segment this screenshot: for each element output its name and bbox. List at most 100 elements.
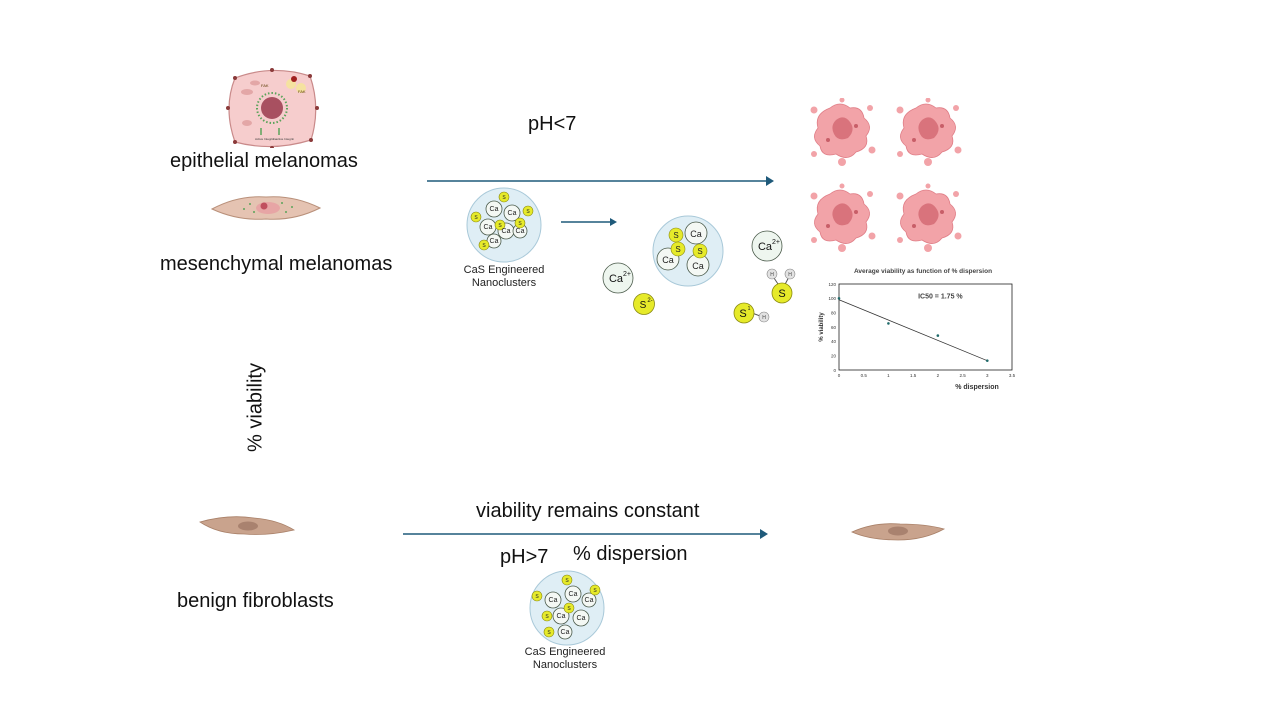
dispersion-axis-label: % dispersion [573, 543, 688, 565]
svg-text:1: 1 [748, 306, 751, 312]
chart-data-point [887, 322, 890, 325]
svg-text:H: H [762, 315, 766, 321]
inactive-integrin-label: Inactive Integrin [273, 137, 295, 141]
viability-axis-label: % viability [244, 363, 267, 452]
svg-text:Ca: Ca [758, 241, 773, 253]
chart-trendline [838, 299, 988, 362]
svg-text:S: S [535, 594, 539, 600]
chart-y-tick-label: 0 [833, 368, 836, 373]
fak-label-2: FAK [298, 89, 306, 94]
free-calcium-ion-2: Ca 2+ [602, 262, 634, 294]
chart-y-tick-label: 120 [828, 282, 836, 287]
benign-fibroblast-cell [199, 516, 296, 535]
svg-text:Ca: Ca [557, 613, 566, 620]
free-calcium-ion-1: Ca 2+ [751, 230, 783, 262]
hydrosulfide-ion: S 1 H [733, 302, 770, 324]
svg-text:S: S [675, 245, 680, 254]
svg-text:H: H [788, 272, 792, 278]
ic50-viability-chart: 0 20 40 60 80 100 120 0 0.5 1 1.5 2 2.5 3 3.5 IC50 = 1.… [819, 282, 1016, 391]
svg-text:Ca: Ca [508, 210, 517, 217]
active-integrin-label: Active Integrin [255, 137, 275, 141]
svg-text:H: H [770, 272, 774, 278]
nanocluster-caption-line1: CaS Engineered [463, 264, 545, 276]
chart-data-point [985, 359, 989, 362]
viability-constant-label: viability remains constant [476, 500, 700, 522]
svg-text:S: S [640, 300, 647, 311]
fak-label-1: FAK [261, 83, 269, 88]
svg-text:S: S [526, 209, 530, 215]
benign-fibroblast-cell-after [851, 523, 946, 541]
svg-text:2+: 2+ [623, 271, 631, 278]
epithelial-melanoma-cell [226, 68, 319, 148]
nanocluster-caption-bottom-line1: CaS Engineered [524, 646, 606, 658]
chart-y-tick-label: 100 [828, 296, 836, 301]
chart-x-tick-label: 2 [937, 373, 940, 378]
dissolution-arrow [561, 218, 617, 226]
hydrogen-sulfide-molecule: H H S [766, 268, 796, 304]
chart-y-tick-label: 20 [831, 353, 837, 358]
chart-y-axis-label: % viability [819, 312, 825, 342]
svg-text:Ca: Ca [690, 229, 702, 239]
svg-text:Ca: Ca [490, 206, 499, 213]
chart-plot-frame [838, 283, 1013, 371]
svg-text:S: S [673, 231, 678, 240]
svg-text:Ca: Ca [549, 597, 558, 604]
chart-data-point [936, 334, 940, 337]
chart-x-tick-label: 3 [986, 373, 989, 378]
svg-text:Ca: Ca [502, 228, 511, 235]
svg-text:S: S [565, 578, 569, 584]
svg-text:S: S [593, 588, 597, 594]
svg-text:Ca: Ca [569, 591, 578, 598]
svg-text:S: S [545, 614, 549, 620]
svg-text:S: S [697, 247, 702, 256]
chart-x-tick-label: 2.5 [959, 373, 966, 378]
epithelial-melanomas-label: epithelial melanomas [170, 150, 358, 172]
chart-data-point [837, 297, 841, 300]
ph-acidic-label: pH<7 [528, 113, 577, 135]
chart-x-tick-label: 1.5 [910, 373, 917, 378]
chart-x-tick-label: 3.5 [1009, 373, 1016, 378]
chart-title: Average viability as function of % dispe… [853, 268, 993, 275]
svg-text:S: S [482, 243, 486, 249]
free-sulfide-ion: S 2- [633, 293, 655, 315]
benign-fibroblasts-label: benign fibroblasts [177, 590, 334, 612]
svg-text:S: S [498, 223, 502, 229]
chart-x-tick-label: 0 [838, 373, 841, 378]
nanocluster-caption-line2: Nanoclusters [471, 277, 537, 289]
svg-text:Ca: Ca [585, 597, 594, 604]
svg-text:2-: 2- [647, 298, 652, 304]
chart-ic50-annotation: IC50 = 1.75 % [918, 293, 963, 300]
svg-text:S: S [502, 195, 506, 201]
mesenchymal-melanomas-label: mesenchymal melanomas [160, 253, 393, 275]
nanocluster-caption-bottom-line2: Nanoclusters [532, 659, 598, 671]
chart-y-tick-label: 60 [831, 325, 837, 330]
svg-text:Ca: Ca [516, 228, 525, 235]
chart-y-tick-label: 40 [831, 339, 837, 344]
chart-x-tick-label: 1 [887, 373, 890, 378]
svg-text:S: S [567, 606, 571, 612]
top-process-arrow [427, 176, 774, 186]
svg-text:S: S [547, 630, 551, 636]
svg-text:S: S [474, 215, 478, 221]
nanocluster-caption-top: CaS Engineered Nanoclusters [444, 264, 564, 290]
bottom-process-arrow [403, 529, 768, 539]
apoptotic-cells-grid [810, 98, 962, 253]
ph-basic-label: pH>7 [500, 546, 549, 568]
svg-text:Ca: Ca [561, 629, 570, 636]
chart-x-axis-label: % dispersion [955, 384, 999, 391]
chart-x-tick-label: 0.5 [861, 373, 868, 378]
svg-text:2+: 2+ [772, 239, 780, 246]
nanocluster-caption-bottom: CaS Engineered Nanoclusters [505, 646, 625, 672]
svg-text:S: S [518, 221, 522, 227]
svg-text:S: S [739, 308, 746, 320]
mesenchymal-melanoma-cell [210, 196, 322, 220]
chart-y-tick-label: 80 [831, 310, 837, 315]
svg-text:Ca: Ca [484, 224, 493, 231]
svg-text:S: S [778, 288, 785, 300]
svg-text:Ca: Ca [609, 273, 624, 285]
svg-text:Ca: Ca [662, 255, 674, 265]
svg-text:Ca: Ca [577, 615, 586, 622]
